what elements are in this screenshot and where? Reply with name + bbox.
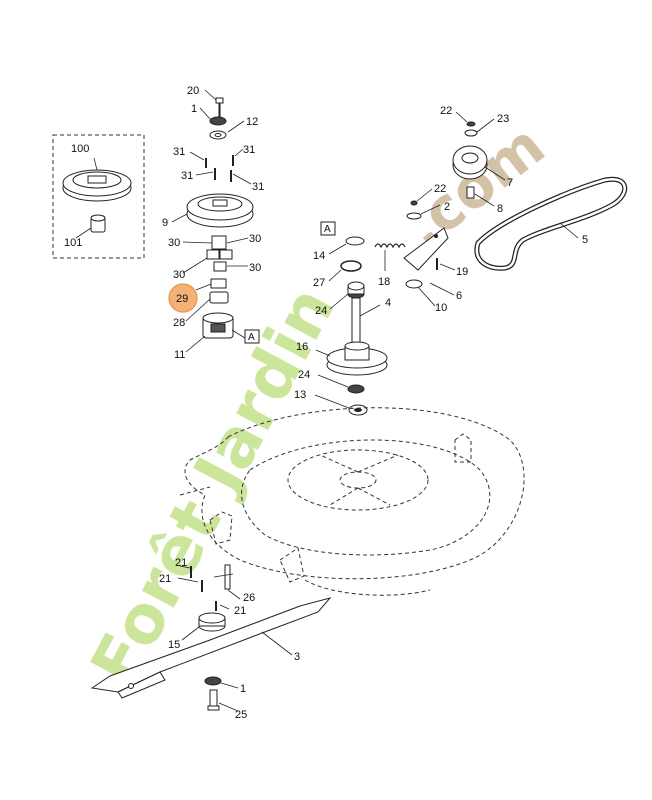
label-30-b: 30 <box>249 233 261 245</box>
bolt-8 <box>466 186 475 199</box>
housing-16 <box>326 341 388 376</box>
label-31-c: 31 <box>181 170 193 182</box>
label-31-b: 31 <box>243 144 255 156</box>
label-21-c: 21 <box>234 605 246 617</box>
bolts-21 <box>190 566 217 611</box>
label-24-top: 24 <box>315 305 327 317</box>
belt-5 <box>474 176 628 271</box>
bearing-24-low <box>347 384 365 394</box>
ref-box-a-mid <box>320 221 336 236</box>
label-22-mid: 22 <box>434 183 446 195</box>
label-30-c: 30 <box>173 269 185 281</box>
spring-18 <box>374 243 406 249</box>
label-26: 26 <box>243 592 255 604</box>
label-23: 23 <box>497 113 509 125</box>
label-6: 6 <box>456 290 462 302</box>
label-14: 14 <box>313 250 325 262</box>
pin-26 <box>224 564 231 590</box>
pulley-7 <box>452 145 488 180</box>
label-31-d: 31 <box>252 181 264 193</box>
label-7: 7 <box>507 177 513 189</box>
alt-pulley-box <box>52 134 145 259</box>
label-19: 19 <box>456 266 468 278</box>
label-3: 3 <box>294 651 300 663</box>
bushing-101 <box>90 214 106 233</box>
washer-22-mid <box>406 200 422 220</box>
hub-11 <box>202 312 234 339</box>
ring-27 <box>340 260 362 272</box>
label-16: 16 <box>296 341 308 353</box>
bearing-13 <box>348 404 368 416</box>
label-29: 29 <box>176 293 188 305</box>
label-22-top: 22 <box>440 105 452 117</box>
label-30-d: 30 <box>249 262 261 274</box>
shaft-4 <box>351 297 361 349</box>
label-15: 15 <box>168 639 180 651</box>
label-a-mid: A <box>324 224 331 235</box>
label-27: 27 <box>313 277 325 289</box>
label-100: 100 <box>71 143 89 155</box>
pulley-9 <box>186 193 254 228</box>
spacers-30 <box>206 235 233 272</box>
bolts-31 <box>205 155 234 182</box>
label-24-low: 24 <box>298 369 310 381</box>
washer-1-bottom <box>204 676 222 686</box>
hub-15 <box>198 612 226 632</box>
label-1-bottom: 1 <box>240 683 246 695</box>
washer-22-top <box>464 121 478 137</box>
label-10: 10 <box>435 302 447 314</box>
part-labels: 100 101 20 1 12 31 31 31 31 9 30 30 30 3… <box>64 85 588 721</box>
label-30-a: 30 <box>168 237 180 249</box>
bolt-20 <box>215 97 224 118</box>
label-25: 25 <box>235 709 247 721</box>
mower-deck <box>179 407 525 596</box>
idler-arm-2 <box>403 227 449 271</box>
ring-14 <box>345 236 365 246</box>
label-1-top: 1 <box>191 103 197 115</box>
label-4: 4 <box>385 297 391 309</box>
label-31-a: 31 <box>173 146 185 158</box>
washer-1-top <box>209 116 227 126</box>
pulley-100 <box>62 169 132 202</box>
label-5: 5 <box>582 234 588 246</box>
label-101: 101 <box>64 237 82 249</box>
part-28 <box>209 291 229 304</box>
label-12: 12 <box>246 116 258 128</box>
label-28: 28 <box>173 317 185 329</box>
bearing-24-top <box>347 281 365 299</box>
bolt-25 <box>207 689 220 711</box>
ref-box-a-left <box>244 329 260 344</box>
washer-12 <box>209 130 227 140</box>
label-21-b: 21 <box>159 573 171 585</box>
label-13: 13 <box>294 389 306 401</box>
highlight-circle-29 <box>168 283 198 313</box>
blade-3 <box>90 597 332 699</box>
label-a-left: A <box>248 332 255 343</box>
washer-6 <box>405 279 423 289</box>
label-2: 2 <box>444 201 450 213</box>
label-18: 18 <box>378 276 390 288</box>
part-29 <box>210 278 227 289</box>
label-8: 8 <box>497 203 503 215</box>
label-9: 9 <box>162 217 168 229</box>
label-11: 11 <box>174 349 185 361</box>
label-20: 20 <box>187 85 199 97</box>
label-21-a: 21 <box>175 557 187 569</box>
